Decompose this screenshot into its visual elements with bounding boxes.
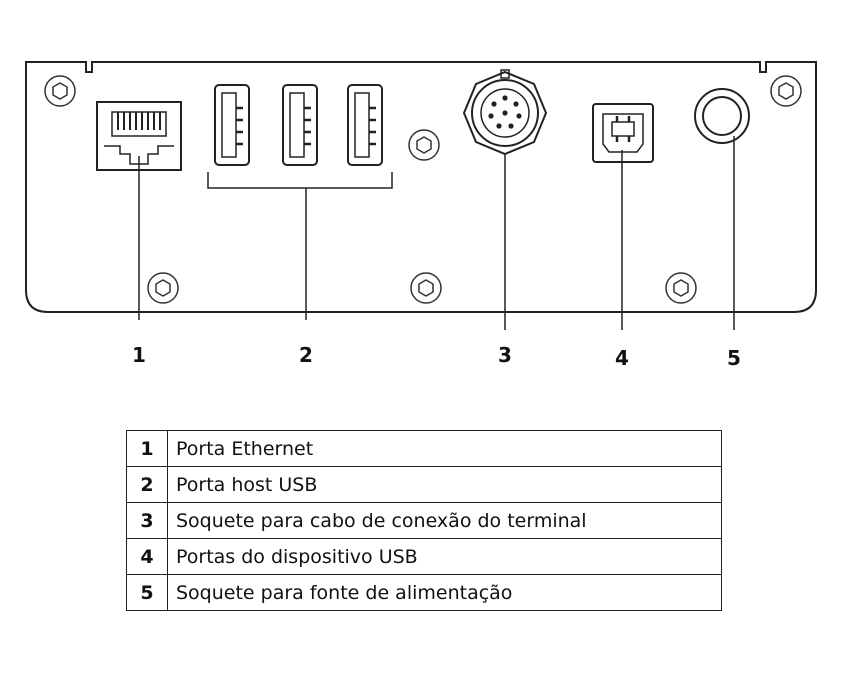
callout-number-1: 1 <box>132 343 146 367</box>
legend-number: 4 <box>126 538 168 575</box>
legend-description: Porta Ethernet <box>167 430 722 467</box>
table-row: 3 Soquete para cabo de conexão do termin… <box>126 502 722 539</box>
screw-icon <box>410 272 442 304</box>
usb-a-port-icon <box>347 84 383 166</box>
screw-icon <box>770 75 802 107</box>
callout-number-4: 4 <box>615 346 629 370</box>
panel-outline <box>25 61 817 313</box>
usb-b-port-icon <box>592 103 654 163</box>
usb-a-port-icon <box>214 84 250 166</box>
legend-number: 1 <box>126 430 168 467</box>
legend-number: 2 <box>126 466 168 503</box>
table-row: 5 Soquete para fonte de alimentação <box>126 574 722 611</box>
callout-number-3: 3 <box>498 343 512 367</box>
usb-a-port-icon <box>282 84 318 166</box>
screw-icon <box>44 75 76 107</box>
terminal-socket-icon <box>462 69 548 156</box>
table-row: 4 Portas do dispositivo USB <box>126 538 722 575</box>
usb-group-bracket <box>207 172 393 320</box>
power-socket-icon <box>694 88 750 144</box>
table-row: 2 Porta host USB <box>126 466 722 503</box>
legend-number: 3 <box>126 502 168 539</box>
legend-description: Soquete para cabo de conexão do terminal <box>167 502 722 539</box>
legend-description: Soquete para fonte de alimentação <box>167 574 722 611</box>
callout-number-2: 2 <box>299 343 313 367</box>
screw-icon <box>408 129 440 161</box>
screw-icon <box>665 272 697 304</box>
legend-description: Portas do dispositivo USB <box>167 538 722 575</box>
rear-panel-diagram: 1 2 3 4 5 <box>25 61 817 370</box>
callout-number-5: 5 <box>727 346 741 370</box>
legend-table: 1 Porta Ethernet 2 Porta host USB 3 Soqu… <box>126 430 722 611</box>
table-row: 1 Porta Ethernet <box>126 430 722 467</box>
legend-description: Porta host USB <box>167 466 722 503</box>
legend-number: 5 <box>126 574 168 611</box>
screw-icon <box>147 272 179 304</box>
